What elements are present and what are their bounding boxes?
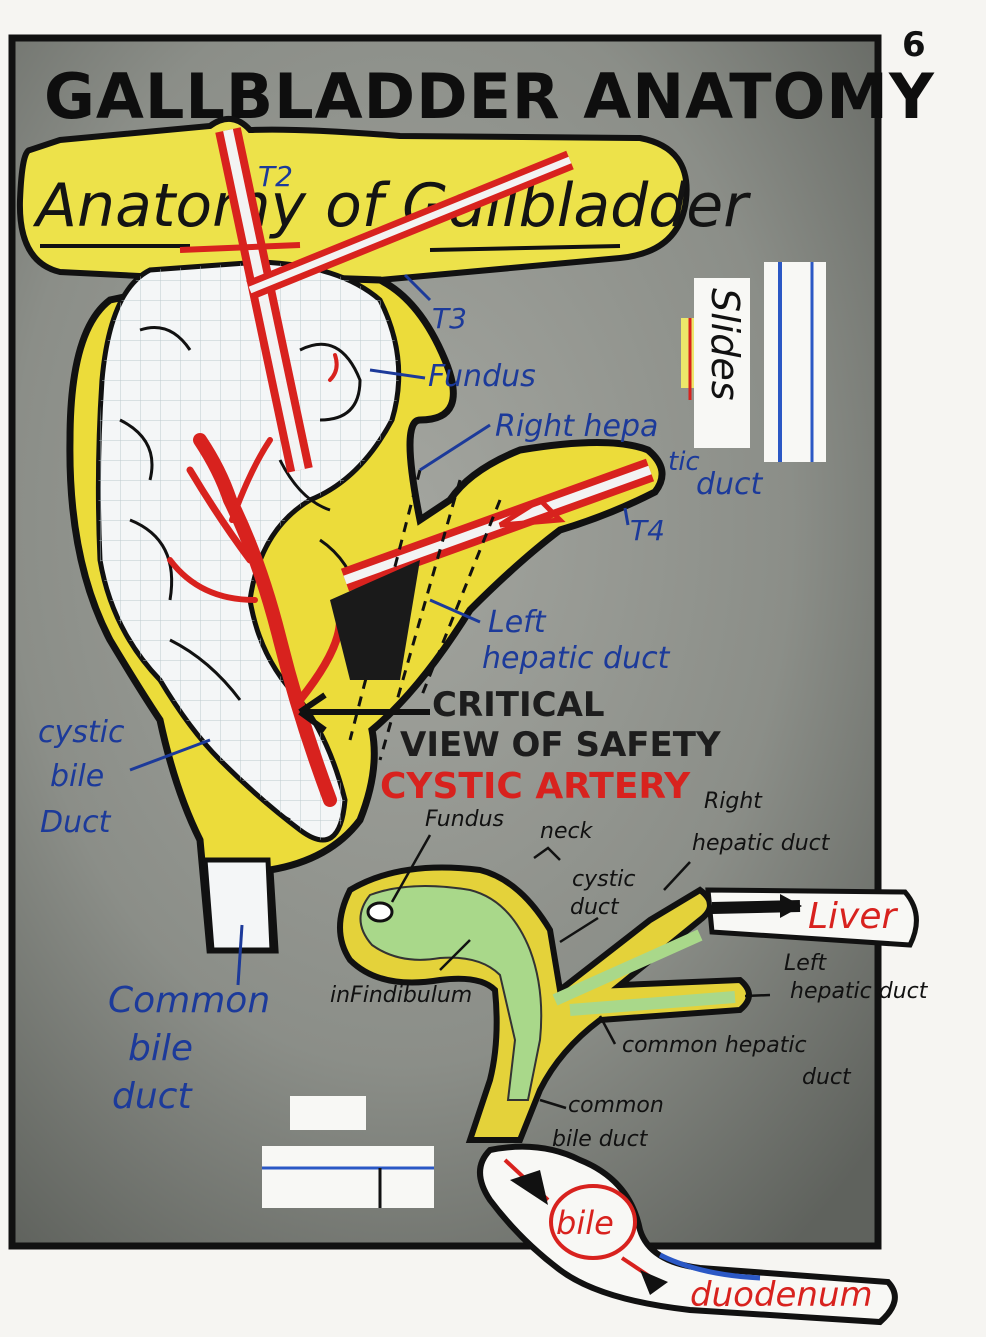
- sd-right-hepatic: hepatic duct: [692, 831, 831, 856]
- scrap-text: Slides: [703, 288, 747, 401]
- sd-fundus: Fundus: [425, 807, 504, 832]
- sd-left-hepatic: Left: [784, 951, 828, 976]
- duodenum-label: duodenum: [690, 1275, 873, 1315]
- sd-cystic-duct: duct: [570, 895, 620, 920]
- arrow-head: [298, 692, 327, 733]
- small-hepatic-ducts: [552, 929, 736, 1016]
- paper-scrap: [262, 1146, 434, 1208]
- trocar-t3: [246, 150, 574, 300]
- sketch-details: [119, 326, 362, 822]
- sd-right-hepatic: Right: [704, 789, 763, 814]
- sd-neck: neck: [540, 819, 594, 844]
- hepatocystic-triangle: [330, 560, 420, 680]
- tag-t2: T2: [258, 160, 293, 193]
- liver-label: Liver: [808, 896, 899, 937]
- sd-left-hepatic: hepatic duct: [790, 979, 929, 1004]
- paper-scrap-hatched: [764, 262, 826, 462]
- duodenum-path: [477, 1143, 898, 1326]
- tag-t3: T3: [432, 302, 467, 335]
- duodenum-arrow-head: [640, 1270, 668, 1295]
- sd-common-bile: common: [568, 1093, 664, 1118]
- bile-label: bile: [556, 1204, 614, 1242]
- liver-arrow-head: [780, 894, 802, 918]
- label-critical: CRITICAL: [432, 685, 605, 725]
- label-fundus: Fundus: [428, 359, 536, 394]
- sd-leader-lines: [390, 834, 771, 1110]
- paper-scrap: [290, 1096, 366, 1130]
- sd-infundibulum: inFindibulum: [330, 983, 472, 1008]
- sd-common-bile: bile duct: [552, 1127, 649, 1152]
- leader-lines: [129, 273, 630, 986]
- trocar-t2: [179, 127, 313, 473]
- small-gallbladder: [359, 885, 543, 1101]
- sd-common-hepatic: duct: [802, 1065, 852, 1090]
- duodenum-edge: [658, 1252, 761, 1281]
- page-number: 6: [902, 25, 926, 65]
- label-left-hepatic-duct: Left: [488, 605, 547, 640]
- label-common-bile-duct: duct: [112, 1076, 193, 1117]
- bile-arrow-head: [510, 1170, 548, 1205]
- label-common-bile-duct: bile: [128, 1028, 193, 1069]
- label-common-bile-duct: Common: [108, 980, 270, 1021]
- page-title: GALLBLADDER ANATOMY: [44, 60, 935, 133]
- sd-common-hepatic: common hepatic: [622, 1033, 807, 1058]
- sd-cystic-duct: cystic: [572, 867, 635, 892]
- label-cystic-bile-duct: bile: [50, 759, 104, 794]
- label-right-hepatic-duct: Right hepa: [495, 409, 658, 444]
- bile-circle: [549, 1184, 637, 1260]
- banner-underline: [429, 244, 621, 252]
- fundus-dot: [366, 901, 394, 923]
- label-view-of-safety: VIEW OF SAFETY: [400, 725, 721, 765]
- label-left-hepatic-duct: hepatic duct: [482, 641, 671, 676]
- tag-t4: T4: [630, 514, 665, 547]
- label-cystic-artery: CYSTIC ARTERY: [380, 766, 691, 807]
- label-cystic-bile-duct: cystic: [38, 715, 125, 750]
- paper-scrap-slides: Slides: [681, 278, 750, 448]
- label-right-hepatic-duct: duct: [696, 467, 764, 502]
- label-right-hepatic-duct: tic: [668, 447, 700, 477]
- label-cystic-bile-duct: Duct: [40, 805, 112, 840]
- common-bile-duct-stub: [202, 857, 275, 953]
